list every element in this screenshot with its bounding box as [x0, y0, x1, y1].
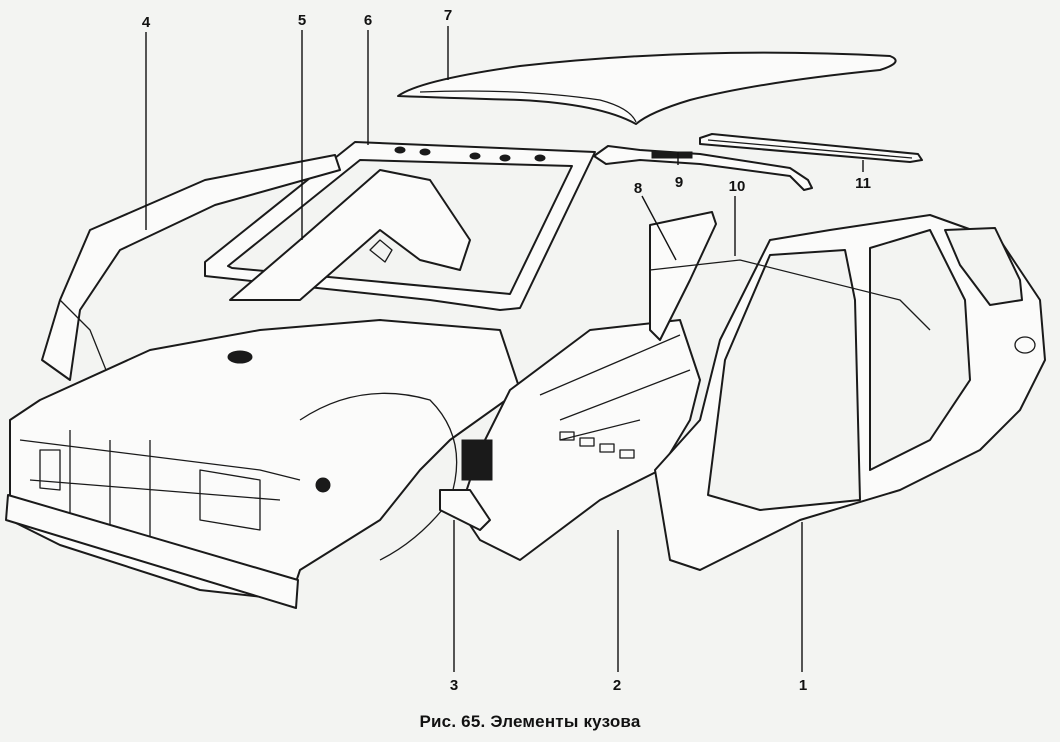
callout-7: 7 — [444, 7, 452, 24]
roof-rail — [699, 133, 923, 163]
rear-body-panels — [41, 154, 471, 381]
callout-9: 9 — [675, 174, 683, 191]
floor-pan — [439, 319, 701, 561]
callout-4: 4 — [142, 14, 151, 31]
callout-11: 11 — [855, 175, 871, 192]
floor-slots — [559, 431, 635, 459]
callout-10: 10 — [729, 178, 746, 195]
leader-8 — [641, 195, 677, 261]
callout-3: 3 — [450, 677, 458, 694]
callout-2: 2 — [613, 677, 621, 694]
figure-caption: Рис. 65. Элементы кузова — [419, 712, 641, 731]
callout-6: 6 — [364, 12, 372, 29]
callout-5: 5 — [298, 12, 306, 29]
front-body-structure — [5, 319, 521, 609]
body-side-panel — [649, 211, 1046, 571]
callout-8: 8 — [634, 180, 642, 197]
callout-labels: 4 5 6 7 8 9 10 11 3 2 1 — [142, 7, 871, 694]
leader-lines — [145, 26, 864, 672]
roof-bow-dark-strip — [651, 151, 693, 159]
frame-holes — [394, 146, 546, 162]
roof-panel — [397, 51, 897, 125]
roof-bow — [593, 145, 813, 191]
callout-1: 1 — [799, 677, 807, 694]
